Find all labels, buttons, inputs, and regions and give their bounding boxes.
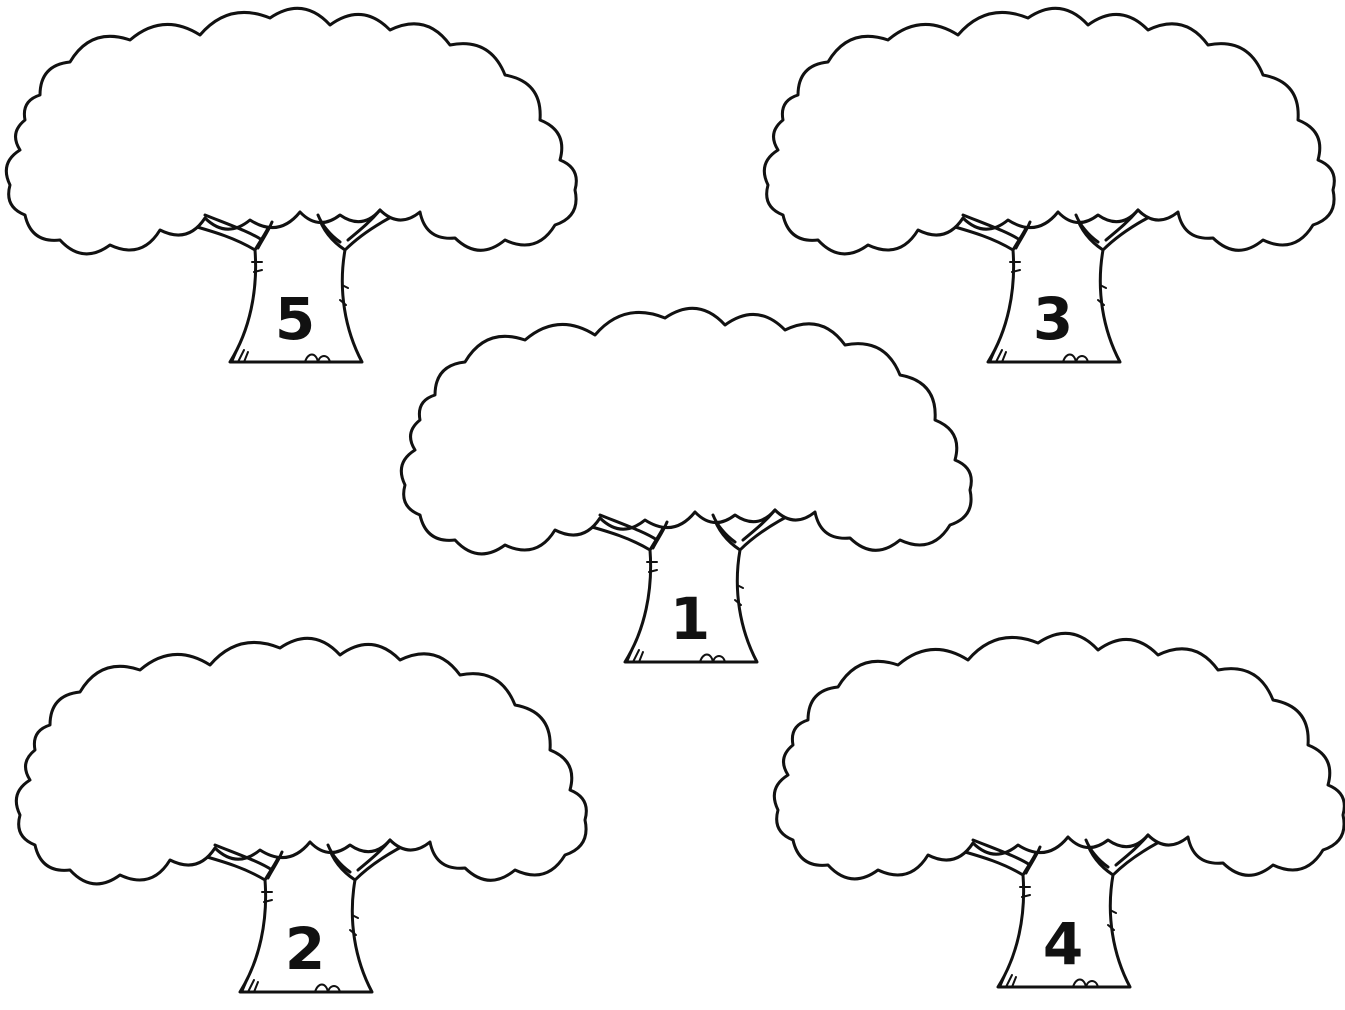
tree-outline-icon — [14, 636, 588, 994]
tree-number-label: 4 — [1042, 910, 1084, 978]
tree-outline-icon — [762, 6, 1336, 364]
trunk-shape — [198, 838, 417, 994]
grass-tufts — [999, 972, 1099, 988]
canopy-shape — [4, 6, 578, 256]
tree-1: 1 — [395, 300, 975, 680]
tree-number-label: 5 — [274, 285, 316, 353]
bark-marks — [1009, 261, 1107, 306]
tree-outline-icon — [399, 306, 973, 664]
tree-3: 3 — [758, 0, 1338, 380]
tree-outline-icon — [772, 631, 1345, 989]
grass-tufts — [989, 347, 1089, 363]
trunk-shape — [583, 508, 802, 664]
tree-5: 5 — [0, 0, 580, 380]
tree-2: 2 — [10, 630, 590, 1010]
tree-number-label: 3 — [1032, 285, 1074, 353]
tree-number-label: 2 — [284, 915, 326, 983]
tree-outline-icon — [4, 6, 578, 364]
trunk-shape — [956, 833, 1175, 989]
grass-tufts — [626, 647, 726, 663]
branch-lines — [213, 838, 392, 880]
branch-lines — [971, 833, 1150, 875]
canopy-shape — [14, 636, 588, 886]
grass-tufts — [231, 347, 331, 363]
bark-marks — [251, 261, 349, 306]
bark-marks — [261, 891, 359, 936]
tree-number-label: 1 — [669, 585, 711, 653]
tree-4: 4 — [768, 625, 1345, 1005]
canopy-shape — [772, 631, 1345, 881]
trunk-shape — [946, 208, 1165, 364]
trunk-shape — [188, 208, 407, 364]
branch-lines — [598, 508, 777, 550]
branch-lines — [961, 208, 1140, 250]
canopy-shape — [762, 6, 1336, 256]
branch-lines — [203, 208, 382, 250]
bark-marks — [1019, 886, 1117, 931]
bark-marks — [646, 561, 744, 606]
canopy-shape — [399, 306, 973, 556]
grass-tufts — [241, 977, 341, 993]
